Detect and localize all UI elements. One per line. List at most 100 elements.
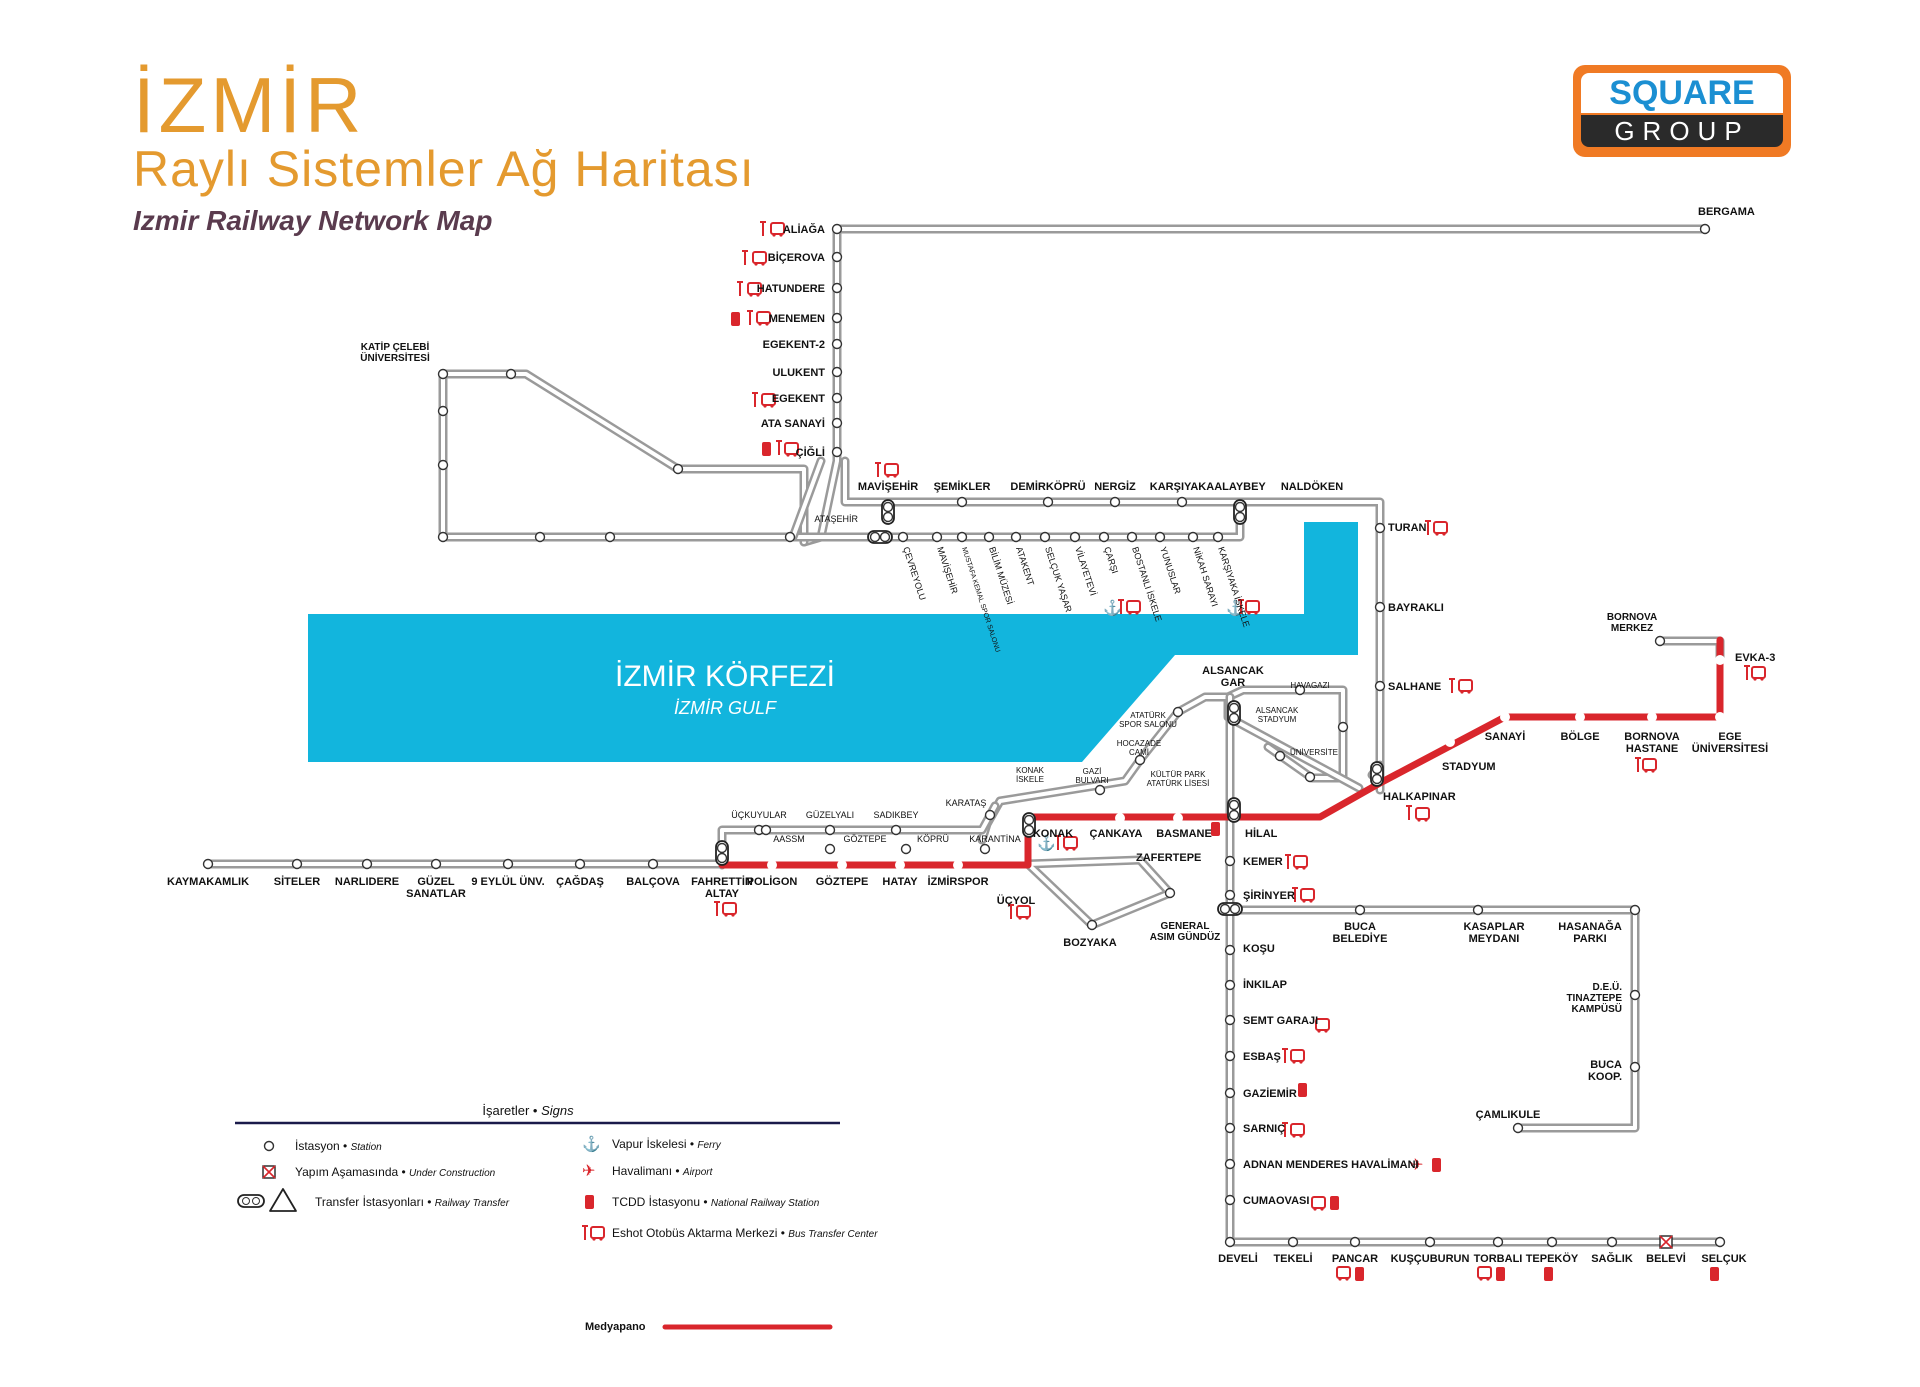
label-north-shore: NERGİZ xyxy=(1094,480,1136,493)
station-label-line: GAZİEMİR xyxy=(1243,1087,1297,1100)
station-east-1 xyxy=(1374,601,1386,613)
station-label-line: ALAYBEY xyxy=(1214,481,1266,493)
station-label-line: KUŞÇUBURUN xyxy=(1391,1253,1470,1265)
bus-stop-icon xyxy=(1635,757,1641,772)
station-alsancak-1 xyxy=(1337,721,1349,733)
station-label-line: DEMİRKÖPRÜ xyxy=(1010,480,1085,493)
transfer-sirinyer-b xyxy=(1229,903,1241,915)
label-selcuk-line: SELÇUK xyxy=(1701,1253,1746,1265)
label-metro-west: SİTELER xyxy=(274,875,321,888)
map-subtitle: Raylı Sistemler Ağ Haritası xyxy=(133,141,755,197)
map-subtitle-en: Izmir Railway Network Map xyxy=(133,205,493,236)
label-north-shore: KARŞIYAKA xyxy=(1150,481,1214,493)
transfer-icon-a xyxy=(242,1197,250,1205)
gulf-name: İZMİR KÖRFEZİ xyxy=(615,660,835,693)
legend-medyapano-label: Medyapano xyxy=(585,1321,646,1333)
station-label-line: BERGAMA xyxy=(1698,206,1755,218)
label-tram-konak: GÖZTEPE xyxy=(843,834,886,844)
legend-transfer: Transfer İstasyonları • Railway Transfer xyxy=(315,1195,510,1209)
station-label-line: BELEVİ xyxy=(1646,1252,1686,1265)
station-label-line: ÇİĞLİ xyxy=(796,446,825,459)
station-north-1 xyxy=(1042,496,1054,508)
station-label-line: BOZYAKA xyxy=(1063,937,1116,949)
legend-ferry: Vapur İskelesi • Ferry xyxy=(612,1137,722,1151)
legend-tcdd-en: National Railway Station xyxy=(711,1198,820,1209)
bus-stop-icon xyxy=(1282,1122,1288,1137)
station-bergama xyxy=(1699,223,1711,235)
station-alsancak-3 xyxy=(1274,750,1286,762)
station-label-line: BULVARI xyxy=(1075,776,1108,785)
station-label-line: BASMANE xyxy=(1156,828,1212,840)
station-label-line: KAYMAKAMLIK xyxy=(167,876,249,888)
havagazi-track xyxy=(1226,688,1345,780)
bus-icon xyxy=(752,251,767,264)
bus-icon-w1 xyxy=(724,913,728,917)
station-katip-7 xyxy=(604,531,616,543)
label-halkapinar: HALKAPINAR xyxy=(1383,791,1456,803)
bus-icon-w2 xyxy=(1442,532,1446,536)
station-label-line: D.E.Ü. xyxy=(1593,980,1623,993)
station-selcuk-6 xyxy=(1606,1236,1618,1248)
bus-icon-w2 xyxy=(779,233,783,237)
station-label-line: KÜLTÜR PARK xyxy=(1151,770,1206,779)
bus-icon-w1 xyxy=(763,404,767,408)
station-tram-ksk-3 xyxy=(983,531,995,543)
bus-icon xyxy=(1433,521,1448,534)
bus-icon xyxy=(1245,600,1260,613)
station-metro-red-0 xyxy=(767,860,777,870)
station-label-line: GÜZELYALI xyxy=(806,810,854,820)
station-label-line: GAR xyxy=(1221,677,1246,689)
station-label-line: TORBALI xyxy=(1474,1253,1523,1265)
station-label-line: ATATÜRK xyxy=(1130,711,1166,720)
station-metro-red-3 xyxy=(953,860,963,870)
legend-title-en: Signs xyxy=(541,1103,574,1118)
legend-construction: Yapım Aşamasında • Under Construction xyxy=(295,1165,496,1179)
bus-icon-w1 xyxy=(592,1237,596,1241)
label-selcuk-line: TORBALI xyxy=(1474,1253,1523,1265)
station-north-0 xyxy=(956,496,968,508)
bus-stop-icon xyxy=(776,440,782,455)
station-tram-ks-2 xyxy=(1094,784,1106,796)
bus-icon-w2 xyxy=(1320,1207,1324,1211)
station-label-line: AASSM xyxy=(773,834,805,844)
station-izban-5 xyxy=(831,366,843,378)
train-icon xyxy=(1298,1083,1307,1097)
station-label-line: BORNOVA xyxy=(1607,612,1657,623)
bus-icon xyxy=(756,311,771,324)
label-bergama: BERGAMA xyxy=(1698,206,1755,218)
label-tram-konak: SADIKBEY xyxy=(873,810,918,820)
station-label-line: ATAKENT xyxy=(1014,546,1036,588)
train-icon xyxy=(585,1195,594,1209)
label-south: ŞİRİNYER xyxy=(1243,889,1295,902)
bus-icon-w2 xyxy=(765,322,769,326)
label-turan: TURAN xyxy=(1388,522,1427,534)
station-label-line: STADYUM xyxy=(1442,761,1496,773)
station-metro-red-2 xyxy=(895,860,905,870)
bus-icon xyxy=(1751,666,1766,679)
station-south-2 xyxy=(1224,1014,1236,1026)
train-icon xyxy=(1496,1267,1505,1281)
label-south: SEMT GARAJI xyxy=(1243,1015,1318,1027)
station-label-line: ULUKENT xyxy=(772,367,825,379)
label-metro-west: KAYMAKAMLIK xyxy=(167,876,249,888)
station-north-2 xyxy=(1109,496,1121,508)
station-label-line: HAVAGAZI xyxy=(1290,681,1329,690)
station-tram-konak-3 xyxy=(984,809,996,821)
bus-stop-icon xyxy=(1406,805,1412,820)
station-alsancak-2 xyxy=(1304,771,1316,783)
station-tram-ksk-0 xyxy=(897,531,909,543)
transfer-icon xyxy=(237,1194,265,1208)
station-label-line: ÇAĞDAŞ xyxy=(556,875,604,888)
label-metro-west: POLİGON xyxy=(747,875,798,888)
bus-icon xyxy=(747,282,762,295)
bus-icon xyxy=(1311,1196,1326,1209)
legend-bus-en: Bus Transfer Center xyxy=(788,1229,878,1240)
station-label-line: ÜÇKUYULAR xyxy=(731,810,787,820)
station-label-line: ÇAMLIKULE xyxy=(1476,1109,1541,1121)
station-belevi-x xyxy=(1659,1235,1673,1249)
station-label-line: İSKELE xyxy=(1016,775,1044,784)
